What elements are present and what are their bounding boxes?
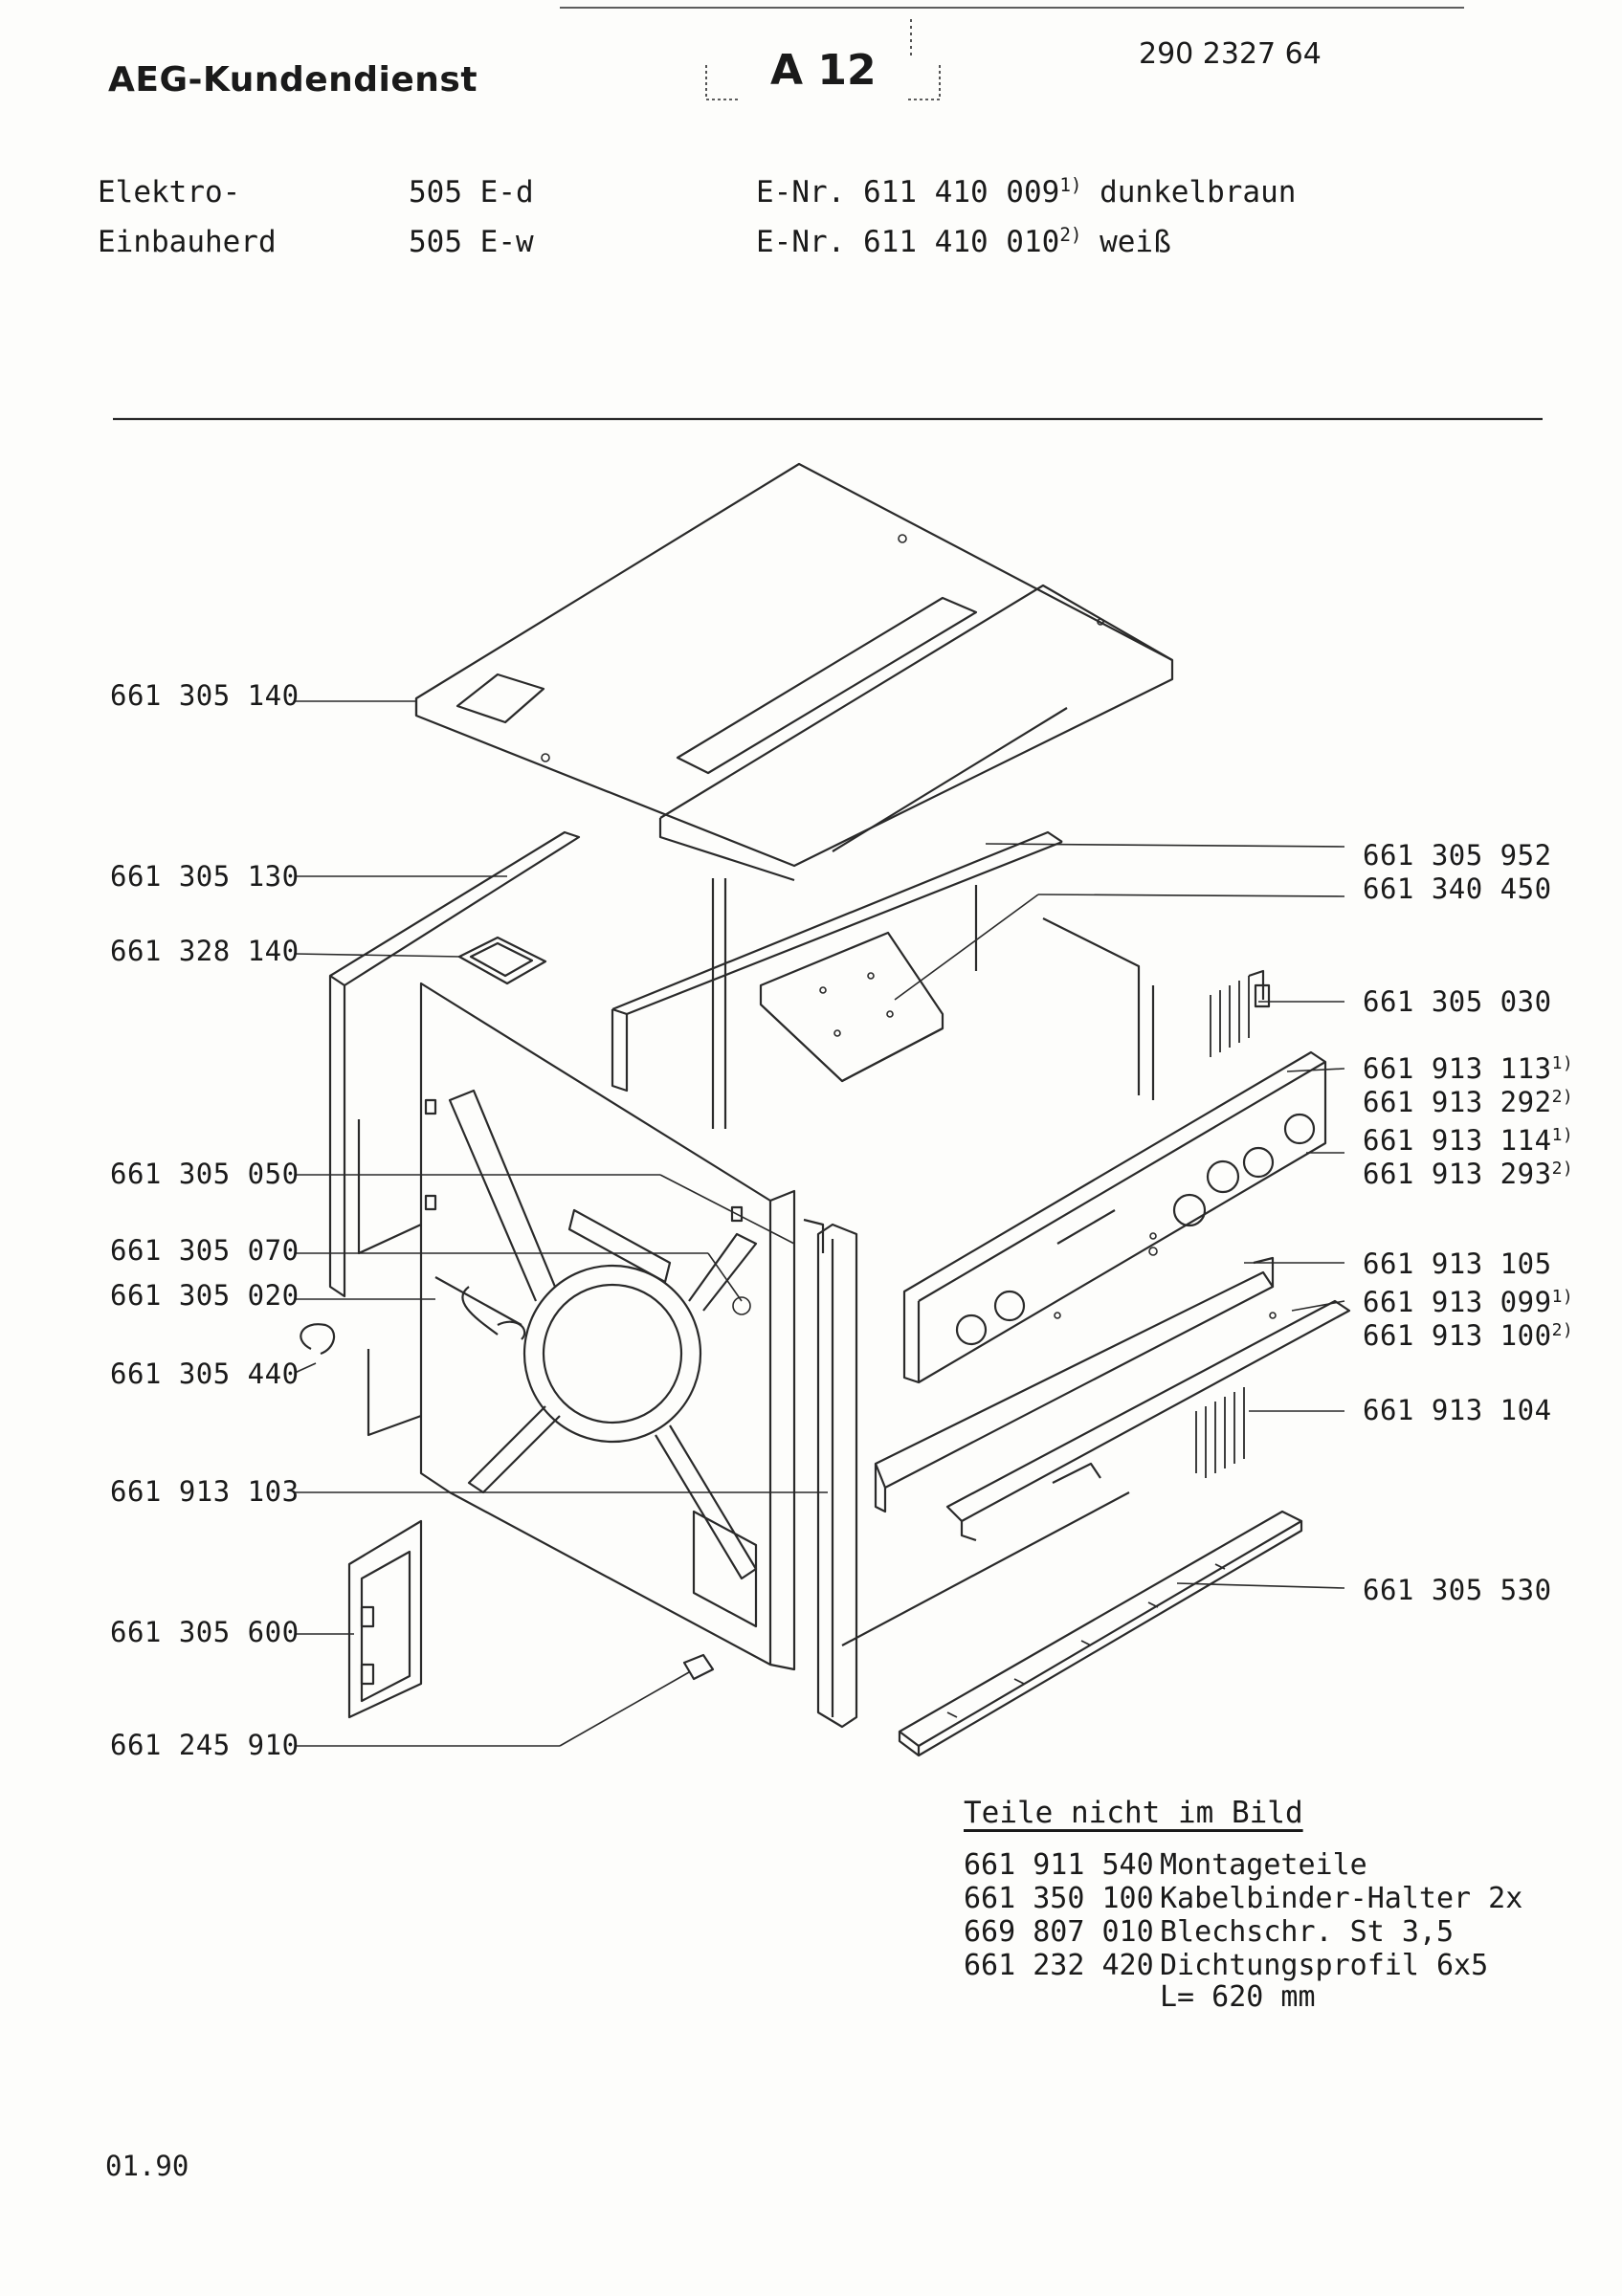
- part-label-661-305-050: 661 305 050: [110, 1158, 300, 1190]
- part-label-661-913-292: 661 913 2922): [1363, 1086, 1574, 1118]
- control-panel: [902, 1050, 1327, 1384]
- part-label-661-328-140: 661 328 140: [110, 935, 300, 967]
- part-label-661-305-600: 661 305 600: [110, 1616, 300, 1648]
- enr-footnote: 2): [1059, 224, 1082, 247]
- product-model-line1: 505 E-d: [409, 175, 534, 210]
- not-in-picture-row: L= 620 mm: [1160, 1980, 1316, 2014]
- front-strip: [803, 1218, 858, 1729]
- spacer-frame: [457, 936, 547, 985]
- heat-shield: [759, 931, 944, 1083]
- part-label-661-913-103: 661 913 103: [110, 1475, 300, 1508]
- part-label-661-305-140: 661 305 140: [110, 679, 300, 712]
- enr-number: 611 410 010: [863, 225, 1060, 259]
- product-name-line1: Elektro-: [98, 175, 241, 210]
- front-rails: [841, 1256, 1351, 1646]
- part-label-661-913-100: 661 913 1002): [1363, 1319, 1574, 1352]
- part-label-661-305-530: 661 305 530: [1363, 1574, 1552, 1606]
- part-label-661-913-099: 661 913 0991): [1363, 1286, 1574, 1318]
- enr-line1: E-Nr. 611 410 0091) dunkelbraun: [756, 175, 1297, 210]
- not-in-picture-title: Teile nicht im Bild: [964, 1796, 1303, 1830]
- brand-title: AEG-Kundendienst: [108, 60, 478, 99]
- enr-color: weiß: [1100, 225, 1171, 259]
- part-label-661-913-105: 661 913 105: [1363, 1247, 1552, 1280]
- part-label-661-913-113: 661 913 1131): [1363, 1052, 1574, 1085]
- document-number: 290 2327 64: [1139, 37, 1322, 71]
- bottom-trim-strip: [898, 1510, 1303, 1757]
- vent-grilles: [1195, 969, 1271, 1478]
- part-label-661-245-910: 661 245 910: [110, 1729, 300, 1761]
- part-label-661-305-440: 661 305 440: [110, 1358, 300, 1390]
- enr-line2: E-Nr. 611 410 0102) weiß: [756, 225, 1171, 259]
- cabinet-frame: [328, 830, 1155, 1298]
- part-label-661-305-130: 661 305 130: [110, 860, 300, 893]
- part-label-661-913-104: 661 913 104: [1363, 1394, 1552, 1426]
- part-label-661-305-070: 661 305 070: [110, 1234, 300, 1267]
- sheet-code: A 12: [770, 46, 877, 95]
- header-bracket-marks: [560, 7, 1464, 100]
- side-panel: [419, 982, 796, 1671]
- leader-lines-right: [894, 843, 1345, 1589]
- part-label-661-913-293: 661 913 2932): [1363, 1158, 1574, 1190]
- product-model-line2: 505 E-w: [409, 225, 534, 259]
- part-label-661-305-952: 661 305 952: [1363, 839, 1552, 872]
- small-parts: [300, 1323, 715, 1719]
- part-label-661-305-020: 661 305 020: [110, 1279, 300, 1312]
- enr-footnote: 1): [1059, 174, 1082, 197]
- footer-date: 01.90: [105, 2150, 189, 2182]
- top-cover: [414, 462, 1174, 882]
- part-label-661-340-450: 661 340 450: [1363, 872, 1552, 905]
- enr-color: dunkelbraun: [1100, 175, 1297, 210]
- enr-label: E-Nr.: [756, 225, 846, 259]
- part-label-661-913-114: 661 913 1141): [1363, 1124, 1574, 1157]
- enr-number: 611 410 009: [863, 175, 1060, 210]
- enr-label: E-Nr.: [756, 175, 846, 210]
- product-name-line2: Einbauherd: [98, 225, 277, 259]
- part-label-661-305-030: 661 305 030: [1363, 985, 1552, 1018]
- leader-lines-left: [294, 700, 828, 1747]
